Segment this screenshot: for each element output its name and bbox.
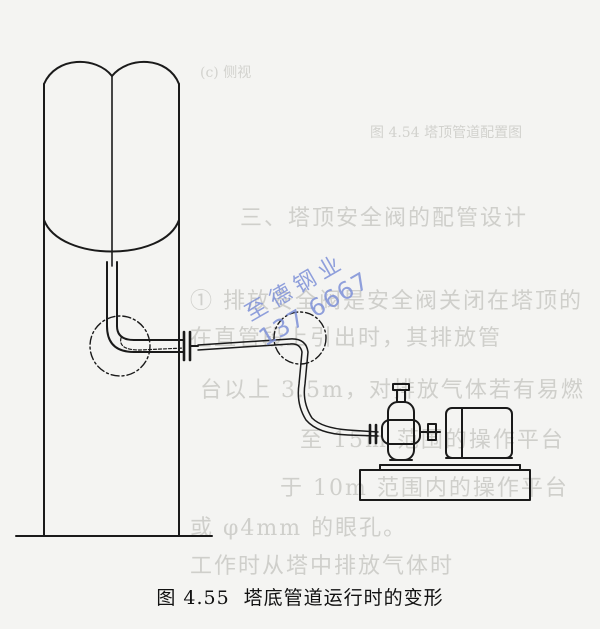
detail-circle-bend: [273, 311, 327, 365]
pump-line-upper: [197, 338, 379, 433]
motor-body: [445, 407, 513, 459]
figure-number: 图 4.55: [156, 587, 230, 609]
figure-caption: 图 4.55 塔底管道运行时的变形: [0, 583, 600, 610]
deformed-pipe-shape: [120, 337, 185, 351]
tower-bottom-head: [43, 219, 180, 253]
pump-top-flange: [392, 383, 410, 391]
pump-line-lower: [197, 343, 379, 437]
pump-casing: [387, 401, 415, 461]
figure-title: 塔底管道运行时的变形: [243, 587, 444, 609]
pump-foundation: [359, 469, 531, 501]
detail-circle-elbow: [89, 315, 151, 377]
elbow-outer: [106, 325, 135, 353]
coupling: [427, 423, 437, 441]
elbow-inner: [116, 325, 135, 341]
